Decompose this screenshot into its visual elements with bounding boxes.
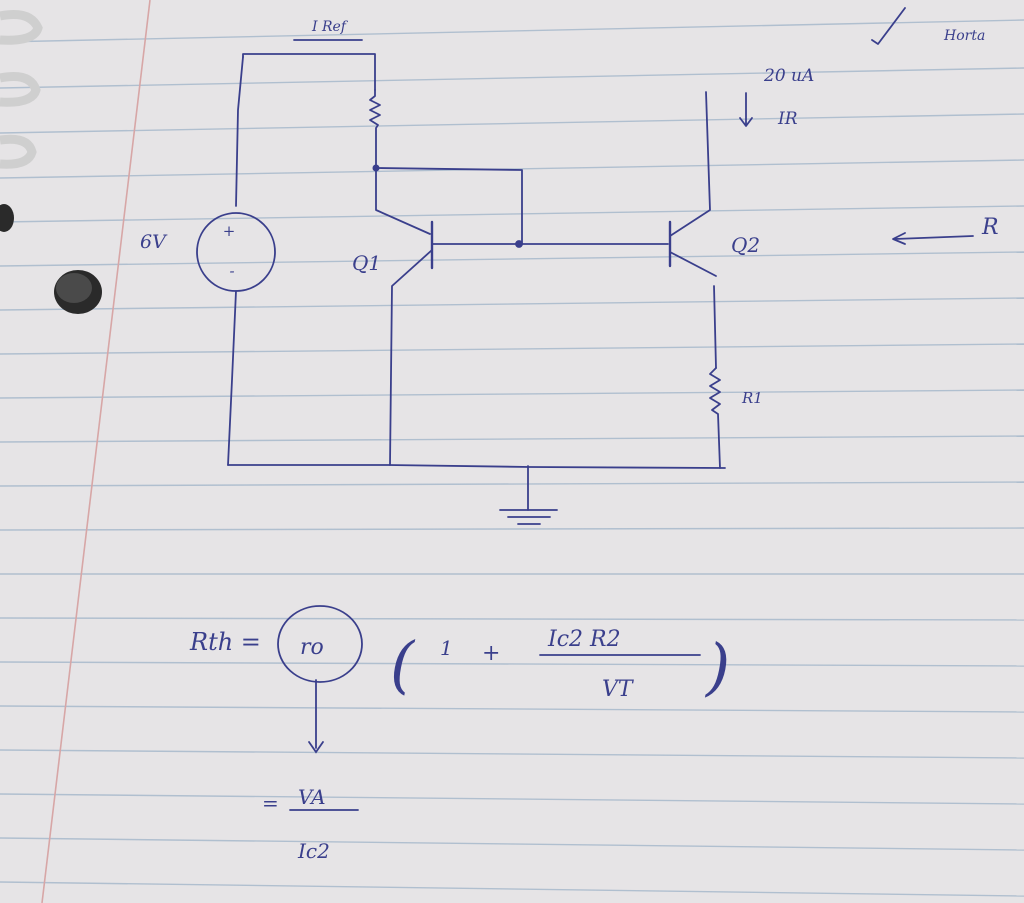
ic2-denominator: Ic2 [297, 839, 330, 863]
rule-line [0, 481, 1024, 487]
spiral-binding [0, 10, 102, 314]
r1-resistor [709, 367, 721, 469]
source-plus-sign: + [223, 222, 236, 240]
equation-strokes [277, 605, 701, 811]
junction-dot [515, 240, 523, 248]
plus-sign: + [482, 641, 500, 666]
ro-symbol: ro [300, 635, 324, 660]
q1-collector [375, 167, 431, 235]
rule-line [0, 749, 1024, 759]
paren-close: ) [704, 630, 730, 703]
q1-emitter [389, 249, 433, 466]
current-value-label: 20 uA [763, 66, 814, 86]
binding-ring [0, 10, 43, 45]
equals-sign: = [262, 791, 279, 815]
numerator-ic2-r2: Ic2 R2 [547, 627, 621, 652]
denominator-vt: VT [602, 677, 635, 702]
rule-line [0, 205, 1024, 223]
rule-line [0, 67, 1024, 89]
rth-lhs: Rth = [189, 628, 261, 656]
bottom-wire [227, 464, 726, 469]
one-term: 1 [440, 636, 453, 660]
q1-label: Q1 [352, 251, 381, 275]
r1-top-wire [713, 285, 717, 369]
corner-note: Horta [943, 28, 985, 44]
margin-line [41, 0, 151, 903]
r-arrow-shaft [894, 235, 974, 240]
rule-line [0, 661, 1024, 667]
source-voltage-label: 6V [140, 231, 168, 253]
source-bottom-wire [227, 290, 237, 466]
ir-arrow-head [739, 117, 753, 127]
rule-line [0, 527, 1024, 531]
rule-line [0, 837, 1024, 851]
q2-emitter [669, 251, 717, 277]
rule-line [0, 617, 1024, 621]
punch-hole-inner [56, 273, 92, 303]
paren-open: ( [390, 628, 416, 701]
rule-line [0, 435, 1024, 443]
rule-line [0, 389, 1024, 399]
current-label: IR [777, 109, 798, 129]
rule-line [0, 19, 1024, 43]
va-numerator: VA [298, 785, 326, 809]
base-tie-wire [375, 167, 523, 245]
rule-line [0, 793, 1024, 805]
check-mark [871, 7, 906, 45]
ro-circle [277, 605, 363, 683]
iref-label: I Ref [311, 19, 349, 35]
r-arrow-head [892, 232, 906, 245]
q2-collector [669, 91, 711, 237]
source-minus-sign: - [229, 262, 234, 280]
ruled-lines [0, 19, 1024, 897]
rule-line [0, 113, 1024, 134]
binding-hole [0, 204, 14, 232]
source-top-wire [235, 56, 244, 207]
q2-label: Q2 [731, 233, 760, 257]
binding-ring [0, 72, 41, 107]
ro-arrow-head [308, 741, 324, 754]
rule-line [0, 251, 1024, 267]
ref-resistor [369, 89, 381, 169]
top-wire [242, 53, 376, 91]
r-arrow-label: R [981, 215, 999, 240]
rule-line [0, 705, 1024, 713]
rule-line [0, 297, 1024, 311]
rule-line [0, 881, 1024, 897]
r1-label: R1 [741, 389, 763, 407]
rule-line [0, 343, 1024, 355]
binding-ring [0, 134, 37, 169]
circuit-schematic [196, 7, 974, 525]
